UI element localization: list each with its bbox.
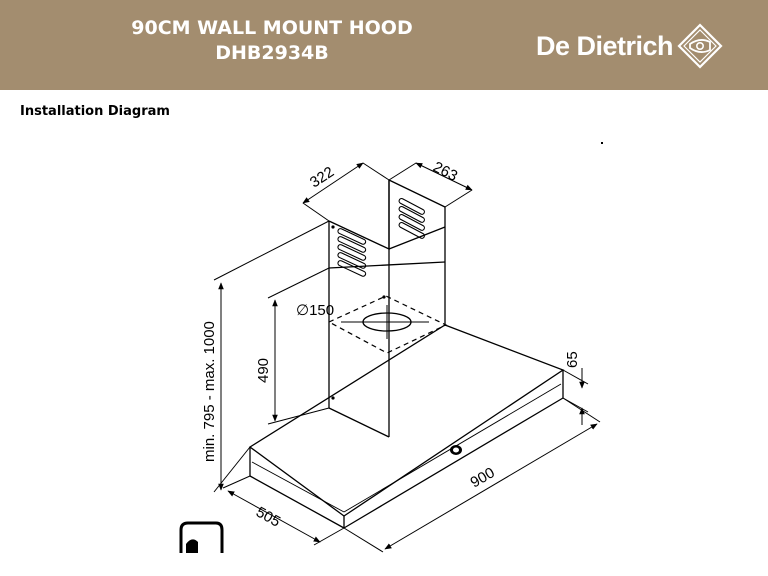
control-knob — [450, 445, 462, 455]
dim-canopy-width: 900 — [468, 464, 498, 491]
dim-total-height: min. 795 - max. 1000 — [201, 321, 218, 462]
canopy — [248, 324, 565, 529]
dim-canopy-height: 65 — [564, 351, 581, 368]
screw-dot — [331, 225, 335, 229]
screw-dot — [382, 295, 386, 299]
product-model: DHB2934B — [215, 42, 329, 64]
dim-chimney-height: 490 — [255, 358, 272, 383]
screw-dot — [331, 396, 335, 400]
diamond-horn-icon — [677, 23, 723, 69]
upper-chimney — [328, 179, 446, 288]
dim-chimney-width: 322 — [307, 163, 337, 191]
section-label: Installation Diagram — [20, 104, 170, 119]
dimension-lines — [213, 162, 601, 553]
page-corner-graphic — [179, 521, 224, 553]
vent-slots-left — [337, 228, 367, 277]
stray-mark — [601, 142, 603, 144]
brand-logo: De Dietrich — [536, 23, 723, 69]
vent-slots-right — [398, 197, 425, 239]
product-title: 90CM WALL MOUNT HOOD DHB2934B — [90, 16, 454, 66]
product-title-line1: 90CM WALL MOUNT HOOD — [131, 17, 413, 39]
brand-name: De Dietrich — [536, 30, 674, 61]
lower-chimney — [328, 261, 446, 438]
dim-chimney-depth: 263 — [430, 158, 460, 185]
header-bar: 90CM WALL MOUNT HOOD DHB2934B De Dietric… — [0, 0, 768, 90]
dim-duct-diameter: ∅150 — [296, 302, 334, 319]
duct-opening — [341, 305, 429, 339]
